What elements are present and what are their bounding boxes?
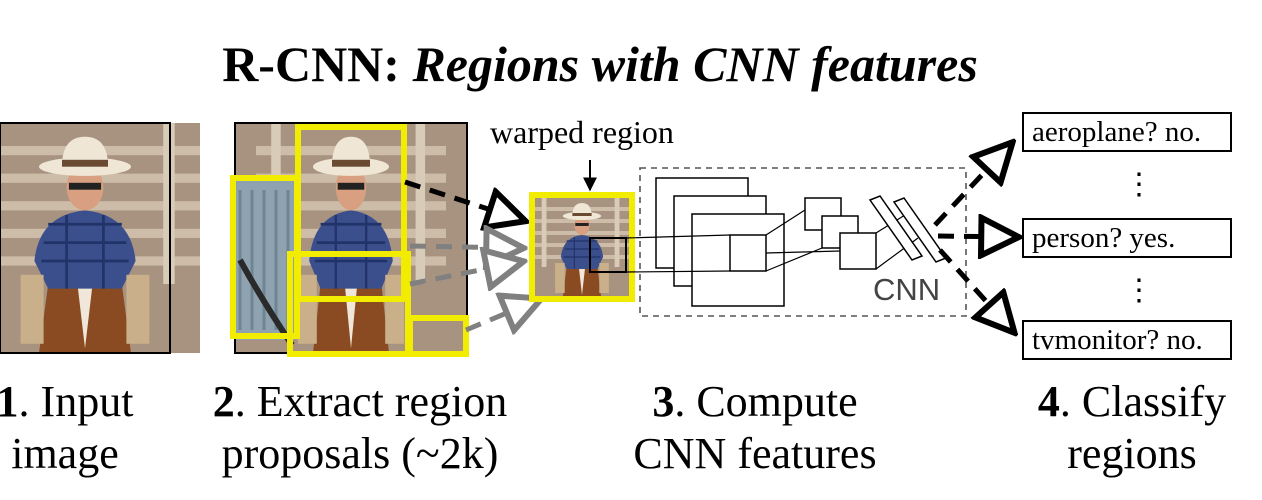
ellipsis-1: ⋮ — [1124, 168, 1154, 201]
step-compute-features: 3. Compute CNN features — [600, 376, 910, 480]
class-box-person: person? yes. — [1022, 218, 1232, 258]
step-number: 2 — [212, 377, 235, 426]
step-classify-regions: 4. Classify regions — [1002, 376, 1262, 480]
cnn-label: CNN — [873, 272, 941, 307]
class-text: aeroplane? no. — [1032, 116, 1202, 148]
cnn-block — [625, 167, 967, 317]
step-line1: . Extract region — [234, 377, 508, 426]
proposal-box-horse — [287, 251, 411, 357]
proposal-arrows — [404, 179, 538, 330]
class-text: tvmonitor? no. — [1032, 324, 1203, 356]
proposals-image — [230, 121, 469, 357]
step-number: 1 — [0, 377, 19, 426]
step-line1: . Compute — [674, 377, 858, 426]
warped-region-label: warped region — [490, 114, 674, 150]
proposal-box-small — [407, 315, 469, 357]
step-line2: CNN features — [633, 429, 877, 478]
class-text: person? yes. — [1032, 222, 1176, 254]
title-prefix: R-CNN: — [222, 36, 413, 92]
warped-region-image — [529, 160, 635, 302]
step-line2: image — [11, 429, 119, 478]
diagram-graphics — [0, 121, 1200, 357]
classifier-arrows — [933, 145, 1015, 330]
step-line2: regions — [1067, 429, 1197, 478]
step-extract-proposals: 2. Extract region proposals (~2k) — [190, 376, 530, 480]
step-number: 3 — [652, 377, 675, 426]
input-image — [0, 121, 202, 355]
class-box-tvmonitor: tvmonitor? no. — [1022, 320, 1232, 360]
step-line1: . Classify — [1059, 377, 1227, 426]
diagram-title: R-CNN: Regions with CNN features — [0, 34, 1200, 94]
step-line1: . Input — [18, 377, 134, 426]
step-line2: proposals (~2k) — [221, 429, 499, 478]
step-input-image: 1. Input image — [0, 376, 170, 480]
class-box-aeroplane: aeroplane? no. — [1022, 112, 1232, 152]
ellipsis-2: ⋮ — [1124, 274, 1154, 307]
title-emphasis: Regions with CNN features — [412, 36, 978, 92]
rcnn-diagram: R-CNN: Regions with CNN features — [0, 34, 1232, 480]
step-number: 4 — [1037, 377, 1060, 426]
